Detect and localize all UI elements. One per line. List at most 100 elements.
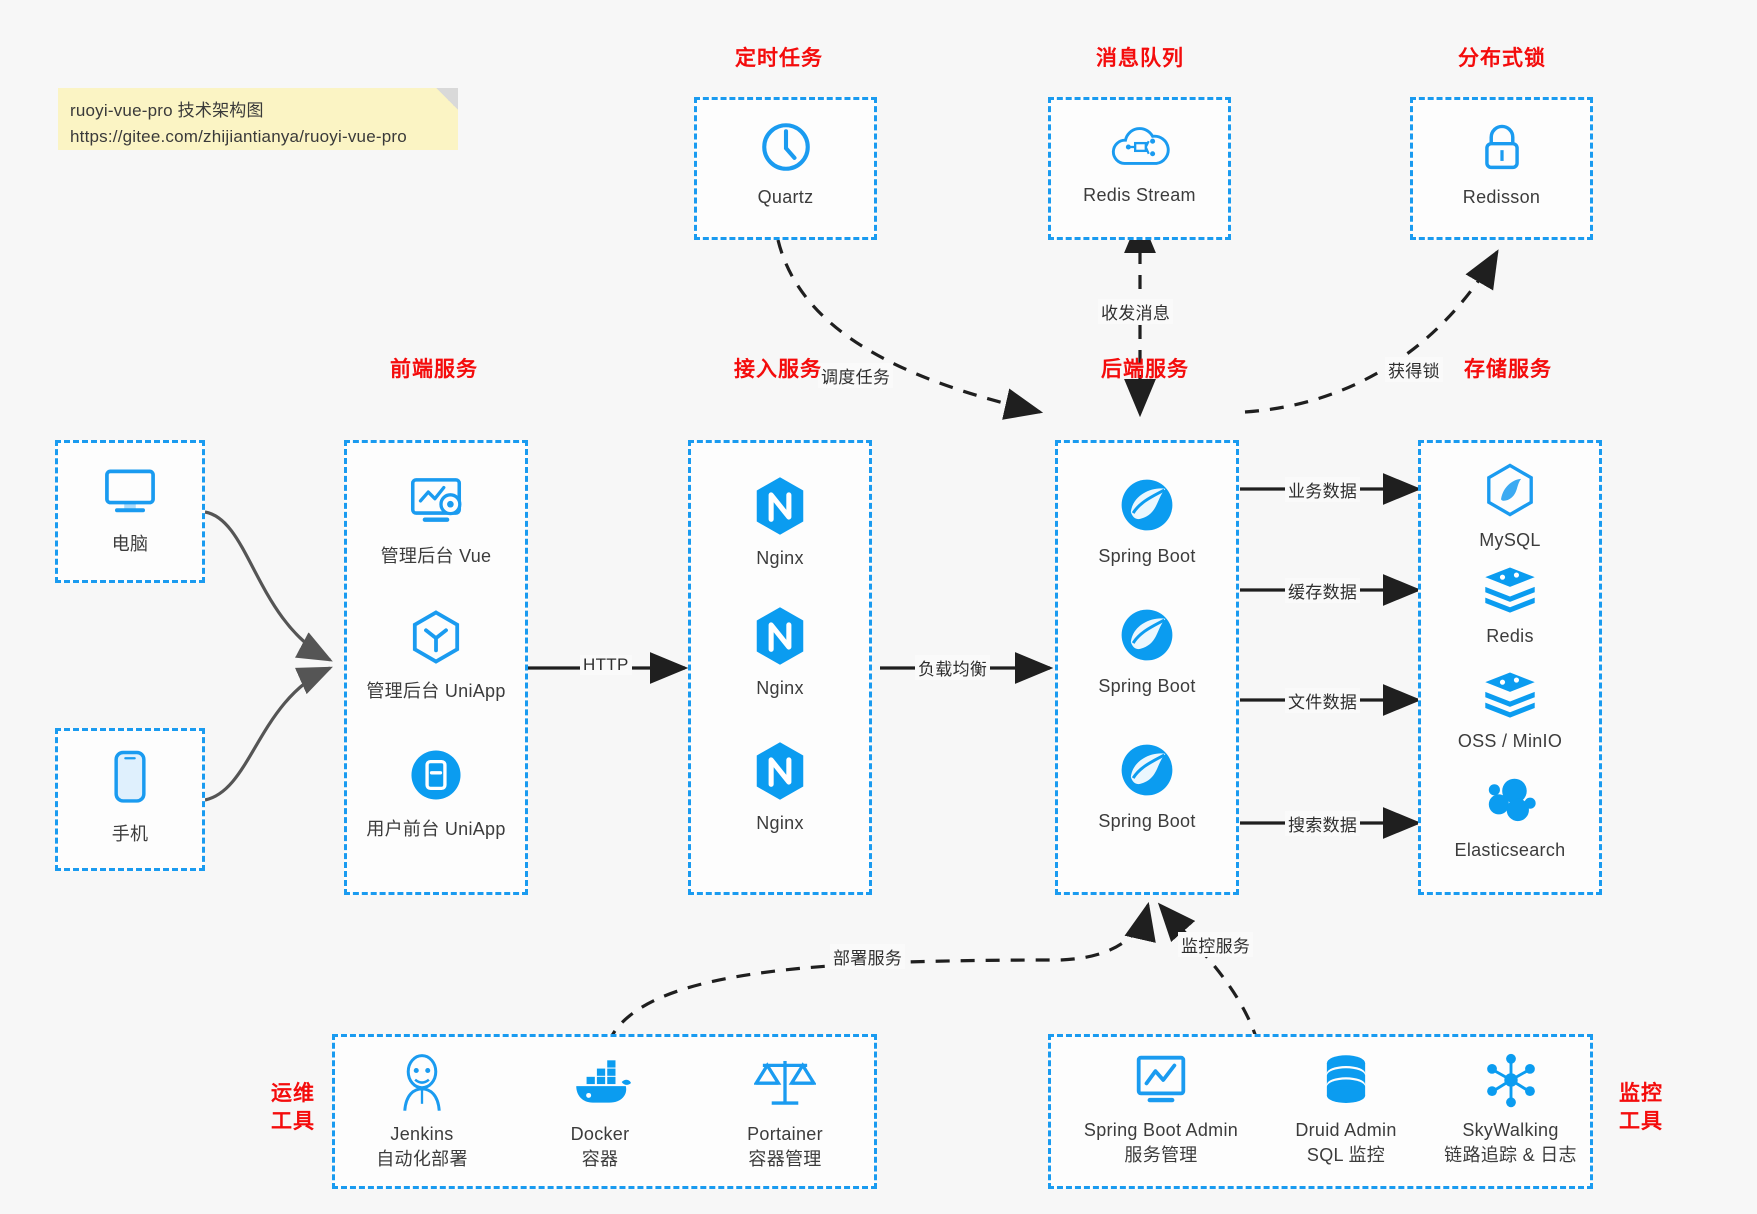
node-jenkins[interactable]: Jenkins 自动化部署 [347,1051,497,1171]
node-elasticsearch[interactable]: Elasticsearch [1421,773,1599,861]
edge-label-schedule: 调度任务 [818,363,894,388]
note-fold-corner [436,88,458,110]
node-label: MySQL [1479,530,1541,550]
node-sublabel: SQL 监控 [1306,1145,1386,1165]
edge-label-load-balance: 负载均衡 [915,655,991,680]
app-circle-icon [347,746,525,809]
node-nginx-3[interactable]: Nginx [691,740,869,834]
mysql-dolphin-icon [1421,461,1599,524]
node-oss-minio[interactable]: OSS / MinIO [1421,668,1599,752]
group-box-scheduler: Quartz [694,97,877,240]
edge-label-search: 搜索数据 [1285,811,1361,836]
node-label: Druid Admin [1295,1120,1397,1140]
node-nginx-1[interactable]: Nginx [691,475,869,569]
group-title-devops-line2: 工具 [271,1110,315,1133]
phone-icon [58,749,202,814]
node-label: 电脑 [111,534,149,554]
dashboard-gear-icon [347,473,525,536]
edge-label-message: 收发消息 [1098,299,1174,324]
group-title-devops: 运维 工具 [258,1080,328,1136]
group-title-gateway: 接入服务 [734,358,822,381]
jenkins-butler-icon [347,1051,497,1118]
node-label: Nginx [756,813,804,833]
node-redisson[interactable]: Redisson [1413,120,1590,208]
group-title-monitor-line1: 监控 [1619,1082,1663,1105]
edge-label-monitor: 监控服务 [1178,932,1254,957]
node-label: Quartz [757,187,814,207]
node-label: Nginx [756,548,804,568]
node-redis-stream[interactable]: Redis Stream [1051,120,1228,206]
redis-stack-icon [1421,563,1599,620]
node-springboot-1[interactable]: Spring Boot [1058,475,1236,567]
group-box-mq: Redis Stream [1048,97,1231,240]
node-springboot-3[interactable]: Spring Boot [1058,740,1236,832]
scales-icon [705,1051,865,1118]
node-label: Spring Boot Admin [1083,1120,1239,1140]
nginx-icon [691,475,869,542]
group-title-backend: 后端服务 [1101,358,1189,381]
cloud-stream-icon [1051,120,1228,179]
node-label: Portainer [747,1124,823,1144]
group-title-monitor-line2: 工具 [1619,1110,1663,1133]
node-pc[interactable]: 电脑 [58,463,202,556]
group-title-scheduler: 定时任务 [735,47,823,70]
node-mysql[interactable]: MySQL [1421,461,1599,551]
node-label: 用户前台 UniApp [366,819,506,839]
node-label: SkyWalking [1462,1120,1559,1140]
node-sublabel: 服务管理 [1124,1145,1198,1165]
node-label: Redisson [1462,187,1541,207]
group-box-frontend: 管理后台 Vue 管理后台 UniApp 用户前台 UniApp [344,440,528,895]
spring-boot-icon [1058,475,1236,540]
clock-icon [697,118,874,181]
edge-label-http: HTTP [580,655,632,675]
group-box-client-pc: 电脑 [55,440,205,583]
node-admin-vue[interactable]: 管理后台 Vue [347,473,525,568]
node-sublabel: 容器管理 [748,1149,822,1169]
node-label: Docker [570,1124,630,1144]
spring-boot-icon [1058,740,1236,805]
node-portainer[interactable]: Portainer 容器管理 [705,1051,865,1171]
node-label: 手机 [111,824,149,844]
node-sublabel: 链路追踪 & 日志 [1444,1145,1577,1165]
edge-label-deploy: 部署服务 [830,944,906,969]
group-box-client-mobile: 手机 [55,728,205,871]
node-mobile[interactable]: 手机 [58,749,202,846]
node-quartz[interactable]: Quartz [697,118,874,208]
group-box-backend: Spring Boot Spring Boot Spring Boot [1055,440,1239,895]
node-label: Jenkins [390,1124,454,1144]
edge-label-cache: 缓存数据 [1285,578,1361,603]
spring-boot-icon [1058,605,1236,670]
database-icon [1266,1051,1426,1114]
node-nginx-2[interactable]: Nginx [691,605,869,699]
nginx-icon [691,740,869,807]
node-label: Redis Stream [1083,185,1196,205]
group-title-monitor: 监控 工具 [1606,1080,1676,1136]
node-skywalking[interactable]: SkyWalking 链路追踪 & 日志 [1423,1051,1598,1167]
node-admin-uniapp[interactable]: 管理后台 UniApp [347,608,525,703]
nginx-icon [691,605,869,672]
node-spring-boot-admin[interactable]: Spring Boot Admin 服务管理 [1061,1051,1261,1167]
group-box-monitor: Spring Boot Admin 服务管理 Druid Admin SQL 监… [1048,1034,1593,1189]
node-springboot-2[interactable]: Spring Boot [1058,605,1236,697]
group-title-devops-line1: 运维 [271,1082,315,1105]
group-title-lock: 分布式锁 [1458,47,1546,70]
skywalking-node-icon [1423,1051,1598,1114]
docker-whale-icon [525,1051,675,1118]
padlock-icon [1413,120,1590,181]
group-title-mq: 消息队列 [1096,47,1184,70]
group-box-storage: MySQL Redis OSS [1418,440,1602,895]
node-label: Redis [1486,626,1534,646]
note-line-2: https://gitee.com/zhijiantianya/ruoyi-vu… [70,127,407,146]
node-label: Spring Boot [1098,676,1196,696]
node-sublabel: 自动化部署 [376,1149,468,1169]
node-user-uniapp[interactable]: 用户前台 UniApp [347,746,525,841]
elasticsearch-icon [1421,773,1599,834]
node-sublabel: 容器 [581,1149,619,1169]
desktop-icon [58,463,202,524]
edge-label-file: 文件数据 [1285,688,1361,713]
node-redis[interactable]: Redis [1421,563,1599,647]
node-druid-admin[interactable]: Druid Admin SQL 监控 [1266,1051,1426,1167]
node-docker[interactable]: Docker 容器 [525,1051,675,1171]
edge-label-business: 业务数据 [1285,477,1361,502]
